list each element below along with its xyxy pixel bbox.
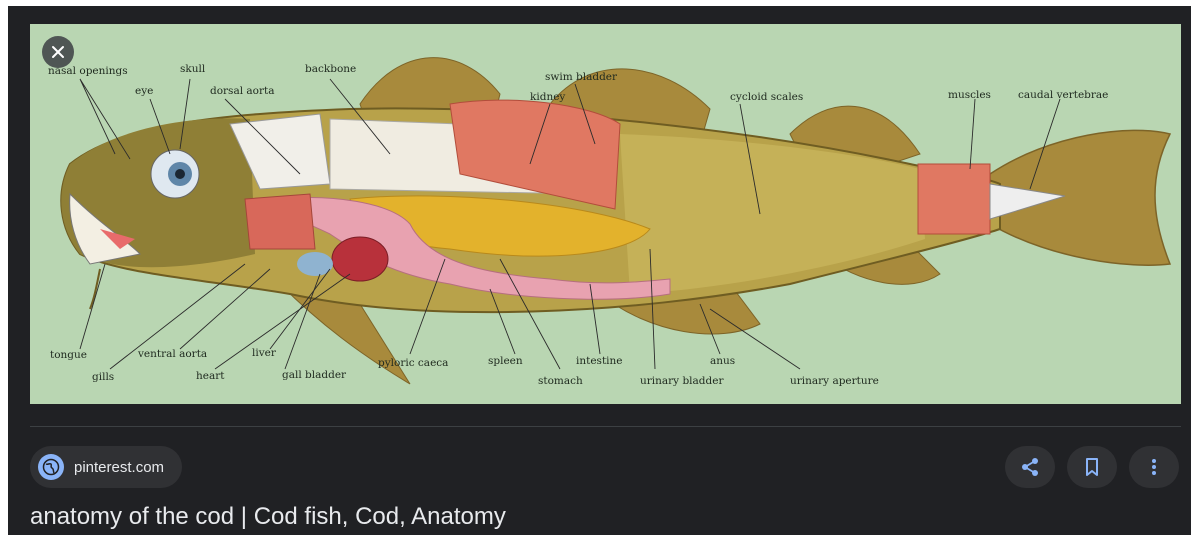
label-muscles: muscles xyxy=(948,89,991,101)
cod-anatomy-illustration: nasal openings skull eye dorsal aorta ba… xyxy=(30,24,1181,404)
label-swim-bladder: swim bladder xyxy=(545,71,618,83)
share-icon xyxy=(1019,456,1041,478)
label-urinary-bladder: urinary bladder xyxy=(640,375,724,387)
share-button[interactable] xyxy=(1005,446,1055,488)
source-site-name: pinterest.com xyxy=(74,459,164,476)
label-gills: gills xyxy=(92,371,114,383)
label-spleen: spleen xyxy=(488,355,523,367)
image-title[interactable]: anatomy of the cod | Cod fish, Cod, Anat… xyxy=(30,503,506,531)
image-viewer-panel: nasal openings skull eye dorsal aorta ba… xyxy=(8,6,1191,535)
label-tongue: tongue xyxy=(50,349,87,361)
label-liver: liver xyxy=(252,347,277,359)
divider xyxy=(30,426,1181,427)
source-link-chip[interactable]: pinterest.com xyxy=(30,446,182,488)
close-button[interactable] xyxy=(42,36,74,68)
label-caudal-vertebrae: caudal vertebrae xyxy=(1018,89,1108,101)
action-buttons xyxy=(1005,446,1179,488)
label-heart: heart xyxy=(196,370,225,382)
bookmark-icon xyxy=(1081,456,1103,478)
label-cycloid-scales: cycloid scales xyxy=(730,91,803,103)
label-urinary-aperture: urinary aperture xyxy=(790,375,879,387)
label-ventral-aorta: ventral aorta xyxy=(137,348,207,360)
label-eye: eye xyxy=(135,85,153,97)
cod-anatomy-image[interactable]: nasal openings skull eye dorsal aorta ba… xyxy=(30,24,1181,404)
save-button[interactable] xyxy=(1067,446,1117,488)
label-dorsal-aorta: dorsal aorta xyxy=(210,85,275,97)
label-skull: skull xyxy=(180,63,206,75)
label-backbone: backbone xyxy=(305,63,356,75)
label-stomach: stomach xyxy=(538,375,583,387)
more-vert-icon xyxy=(1143,456,1165,478)
close-icon xyxy=(50,44,66,60)
label-intestine: intestine xyxy=(576,355,623,367)
label-pyloric-caeca: pyloric caeca xyxy=(378,357,448,369)
label-gall-bladder: gall bladder xyxy=(282,369,347,381)
label-kidney: kidney xyxy=(530,91,565,103)
label-anus: anus xyxy=(710,355,735,367)
globe-icon xyxy=(38,454,64,480)
more-options-button[interactable] xyxy=(1129,446,1179,488)
